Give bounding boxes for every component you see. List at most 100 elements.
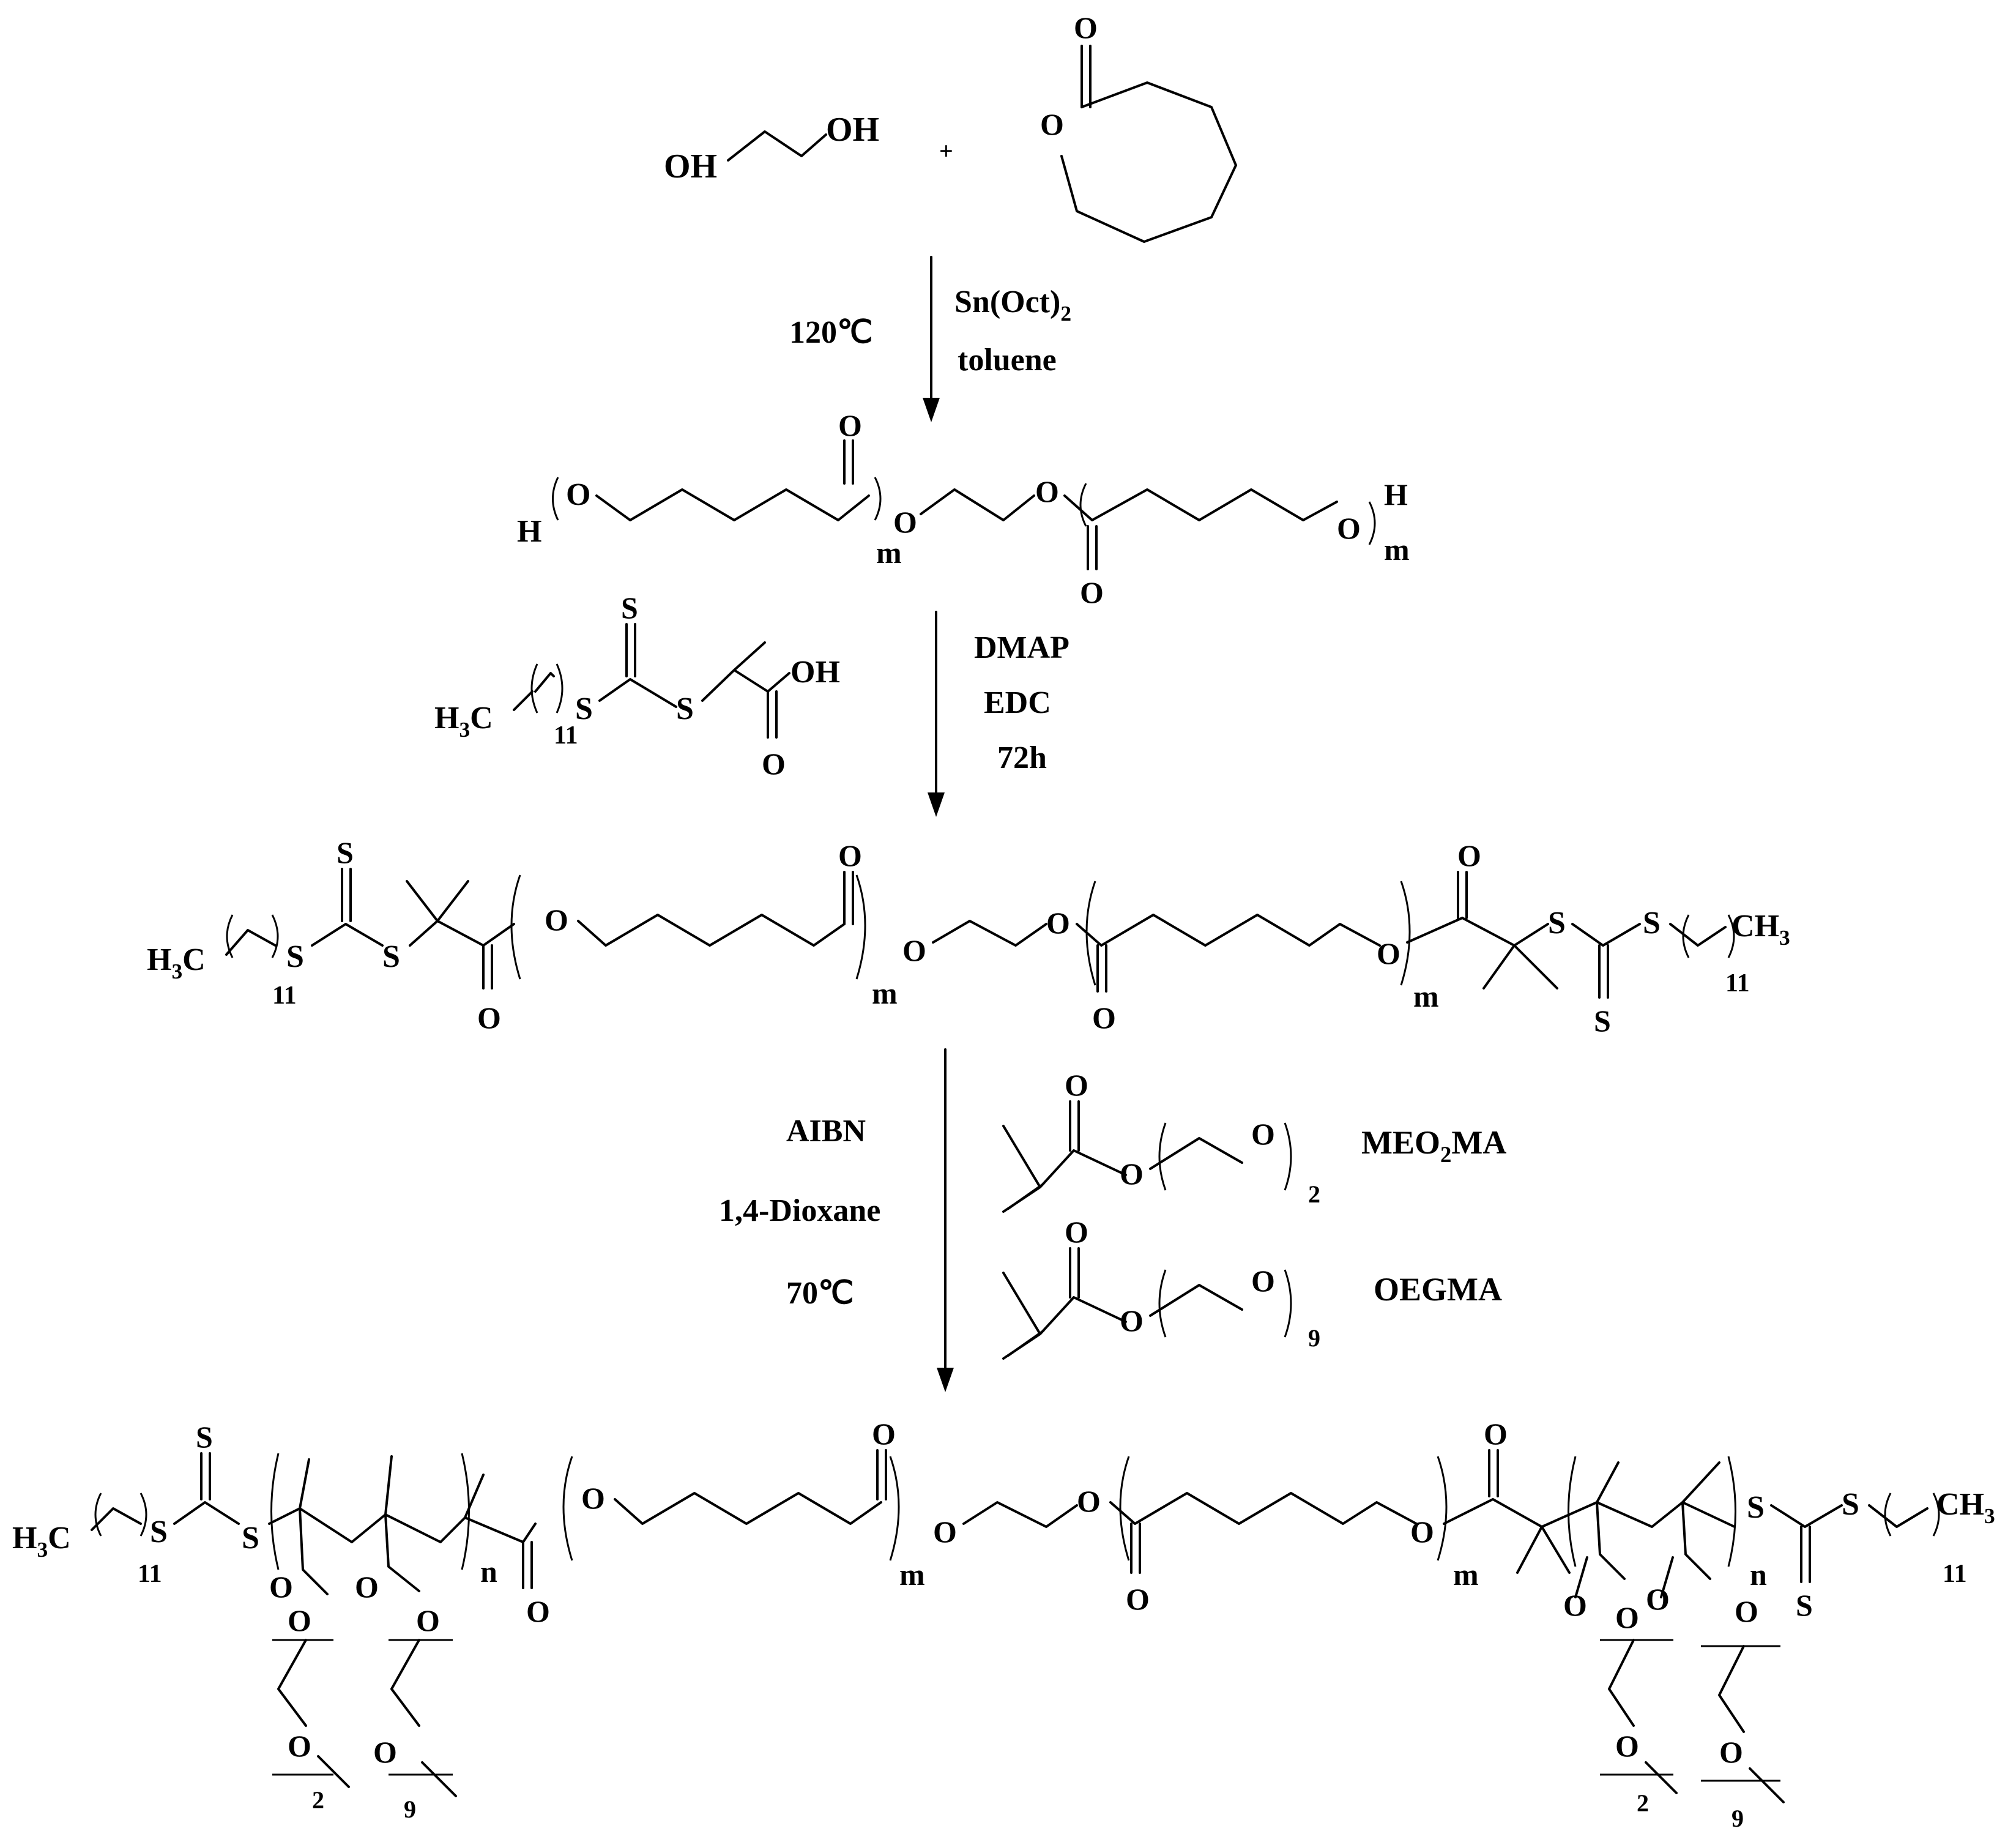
oegma-repeat: 9 [1308,1324,1320,1352]
step3-solvent: 1,4-Dioxane [719,1193,880,1228]
macro-o-core-left: O [902,933,926,967]
cta-ddmat: H3C 11 S S S OH O [434,591,840,781]
pcl-left-chain [595,488,870,521]
product-o-sc1: O [269,1570,293,1604]
product-o-ester-left: O [581,1481,605,1515]
monomer-oegma: O O O 9 OEGMA [1002,1215,1502,1360]
macro-ch3: CH3 [1731,909,1790,950]
product-o-sc12: O [1719,1735,1743,1769]
macro-m-right: m [1413,979,1439,1013]
product-o-ester-right: O [1410,1515,1434,1549]
step2-reagent-dmap: DMAP [974,630,1069,665]
step1-solvent: toluene [958,343,1057,378]
product-s-thione-right: S [1796,1588,1813,1622]
pcl-h-right: H [1384,477,1408,512]
macro-o-ester-left: O [545,903,568,937]
product-ch3: CH3 [1936,1487,1995,1528]
pcl-carbonyl-o-right: O [1080,575,1104,609]
oh-right-label: OH [826,111,879,149]
pcl-right-carbonyl [1087,525,1098,570]
product-o-core-left: O [933,1515,957,1549]
oegma-label: OEGMA [1374,1271,1502,1308]
caprolactone-carbonyl-bond [1081,45,1092,108]
pcl-m-right: m [1384,532,1410,567]
plus-sign: + [939,137,953,165]
macro-cta: H3C 11 S S S O O O m O O O O m O S S S 1… [147,835,1790,1038]
pcl-core-chain [920,488,1035,521]
cta-paren-open [530,663,538,714]
product-peg-long-left: 9 [404,1795,416,1823]
macro-carbonyl-o: O [838,838,862,873]
product-o-sc2: O [355,1570,379,1604]
pcl-carbonyl-o: O [838,408,862,442]
meo2ma-peg-o: O [1251,1117,1275,1151]
product-carbonyl-o-pcl-left: O [872,1417,896,1451]
oegma-carbonyl-o: O [1065,1215,1088,1249]
macro-s2: S [382,939,400,974]
product-peg-short-left: 2 [312,1786,324,1814]
macro-s3: S [1548,906,1566,941]
meo2ma-repeat: 2 [1308,1180,1320,1208]
paren-open [552,477,559,521]
pcl-o-core-left: O [893,505,917,539]
cta-repeat: 11 [554,721,578,750]
product-o-carbonyl-left: O [526,1594,550,1628]
product-s1: S [150,1515,168,1549]
cta-paren-close [556,663,564,714]
product-s2: S [242,1521,259,1556]
product-m-right: m [1453,1557,1479,1592]
product-peg-long-right: 9 [1731,1805,1744,1832]
product-carbonyl-o-pcl-right: O [1126,1582,1150,1616]
caprolactone: O O [1040,10,1237,243]
product-o-sc7: O [1563,1588,1587,1622]
oh-left-label: OH [664,147,717,185]
step3-arrow [937,1048,954,1392]
paren-close [874,477,882,521]
product-repeat-right: 11 [1943,1560,1967,1588]
step1-catalyst: Sn(Oct)2 [954,285,1071,326]
macro-m-left: m [872,976,898,1010]
product-n-right: n [1750,1557,1767,1592]
macro-s1: S [286,939,304,974]
product-h3c: H3C [12,1521,71,1562]
pcl-o-left: O [566,477,590,512]
step2-reagent-time: 72h [997,740,1047,775]
cta-oh: OH [790,655,840,690]
step2-reagent-edc: EDC [984,685,1051,720]
product-n-left: n [480,1554,497,1589]
macro-s4: S [1643,906,1661,941]
cta-h3c: H3C [434,701,493,742]
product-s4: S [1842,1487,1859,1522]
cta-s1: S [575,691,593,726]
macro-o-core-right: O [1046,906,1070,940]
pcl-o-core-right: O [1035,474,1059,509]
ethylene-glycol-chain [727,130,827,162]
product-o-core-right: O [1077,1484,1101,1518]
macro-carbonyl-o-right: O [1092,1001,1116,1035]
meo2ma-carbonyl-o: O [1065,1068,1088,1102]
oegma-peg-o: O [1251,1264,1275,1298]
macro-repeat-left: 11 [272,982,297,1010]
macro-o-left: O [477,1001,501,1035]
product-repeat-left: 11 [138,1560,162,1588]
product-s-thione-left: S [196,1420,213,1454]
product-o-sc8: O [1646,1582,1670,1616]
macro-repeat-right: 11 [1725,969,1750,997]
product-copolymer: H3C 11 S S S n O O O O O O 2 9 O O O m O… [12,1417,1995,1832]
macro-o-right: O [1457,838,1481,873]
step1-arrow [923,256,940,422]
pcl-right-chain [1063,488,1338,521]
product-o-sc10: O [1735,1594,1758,1628]
oegma-ester-o: O [1120,1303,1144,1338]
pcl-left-carbonyl [843,439,854,485]
monomer-meo2ma: O O O 2 MEO2MA [1002,1068,1506,1213]
pcl-m-left: m [876,535,902,570]
product-m-left: m [899,1557,925,1592]
cta-s2: S [676,691,694,726]
meo2ma-label: MEO2MA [1361,1124,1506,1167]
macro-s-thione-left: S [337,835,354,870]
product-s3: S [1747,1490,1765,1525]
product-o-sc6: O [373,1735,397,1769]
product-o-sc9: O [1615,1600,1639,1634]
